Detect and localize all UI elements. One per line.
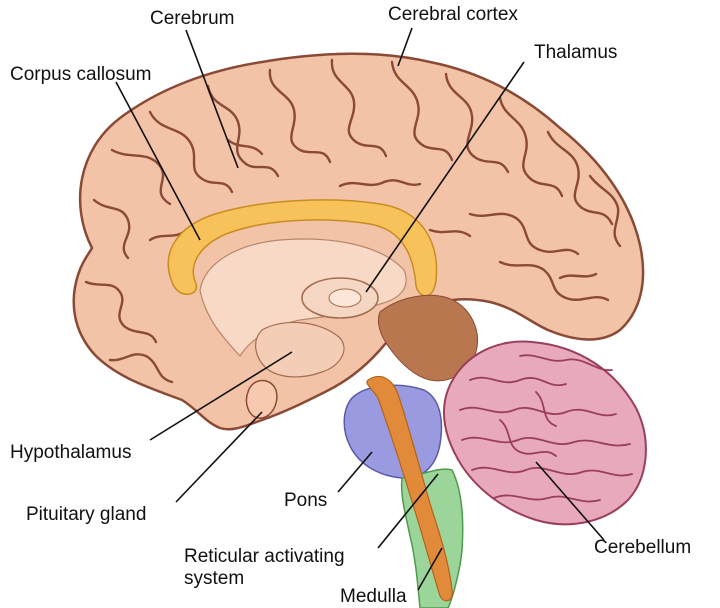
leader-cerebellum (535, 461, 605, 541)
leader-corpus-callosum (115, 81, 201, 241)
label-cerebellum: Cerebellum (594, 537, 691, 558)
cortex-folds (84, 58, 622, 384)
corpus-callosum-shape (167, 199, 438, 297)
pituitary-gland-shape (245, 379, 278, 419)
label-corpus-callosum: Corpus callosum (10, 64, 152, 85)
leader-cerebrum (185, 29, 239, 169)
leader-pituitary-gland (175, 411, 263, 503)
leader-thalamus (365, 61, 525, 293)
label-cerebrum: Cerebrum (150, 8, 234, 29)
label-medulla: Medulla (340, 586, 407, 607)
leader-hypothalamus (149, 351, 293, 441)
label-cerebral-cortex: Cerebral cortex (388, 4, 518, 25)
leader-medulla (417, 547, 443, 591)
label-thalamus: Thalamus (534, 42, 617, 63)
label-reticular-line2: system (184, 568, 244, 589)
cerebrum-shape (72, 52, 645, 431)
leader-reticular (377, 473, 439, 549)
label-hypothalamus: Hypothalamus (10, 442, 131, 463)
reticular-activating-system-shape (366, 375, 453, 602)
leader-lines (115, 27, 605, 591)
label-pituitary-gland: Pituitary gland (26, 504, 146, 525)
hypothalamus-shape (255, 321, 345, 378)
leader-cerebral-cortex (397, 27, 413, 67)
cerebellum-shape (442, 340, 647, 526)
cerebellum-folia (459, 354, 633, 503)
leader-pons (337, 451, 373, 493)
thalamus-inner (328, 288, 362, 308)
label-reticular-line1: Reticular activating (184, 546, 345, 567)
label-pons: Pons (284, 490, 327, 511)
